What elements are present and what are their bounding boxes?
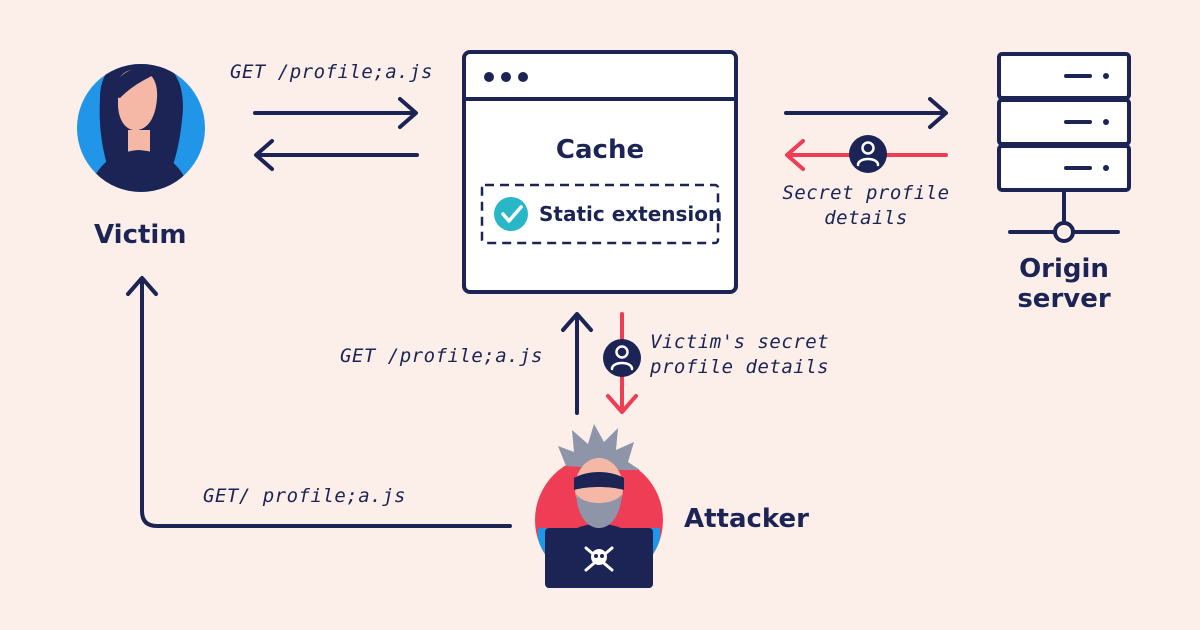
arrow-attacker-to-victim xyxy=(126,276,512,528)
arrow-attacker-to-cache xyxy=(561,312,593,415)
edge-label-origin-to-cache-line1: Secret profile xyxy=(782,182,950,204)
arrow-cache-to-victim xyxy=(254,139,419,171)
edge-label-cache-to-attacker-line2: profile details xyxy=(650,356,830,378)
edge-label-origin-to-cache-line2: details xyxy=(824,207,908,229)
cache-badge-label: Static extension xyxy=(539,202,723,226)
edge-label-cache-to-attacker-line1: Victim's secret xyxy=(650,331,830,353)
node-label-attacker: Attacker xyxy=(684,504,809,534)
attacker-avatar xyxy=(535,424,663,588)
checkmark-icon xyxy=(494,197,528,231)
server-icon xyxy=(997,52,1131,243)
victim-avatar xyxy=(77,64,205,192)
arrow-cache-to-origin xyxy=(784,97,948,129)
node-label-origin-line2: server xyxy=(1017,284,1111,314)
user-icon xyxy=(603,339,641,377)
node-title-cache: Cache xyxy=(555,135,645,165)
arrow-victim-to-cache xyxy=(253,97,418,129)
cache-window xyxy=(462,50,738,294)
skull-crossbones-icon xyxy=(584,546,614,572)
edge-label-attacker-to-victim: GET/ profile;a.js xyxy=(203,485,406,507)
window-dots-icon xyxy=(484,72,528,82)
edge-label-victim-to-cache: GET /profile;a.js xyxy=(230,61,433,83)
edge-label-attacker-to-cache: GET /profile;a.js xyxy=(340,345,543,367)
node-label-origin-line1: Origin xyxy=(1019,254,1109,284)
node-label-victim: Victim xyxy=(94,220,187,250)
user-icon xyxy=(849,135,887,173)
